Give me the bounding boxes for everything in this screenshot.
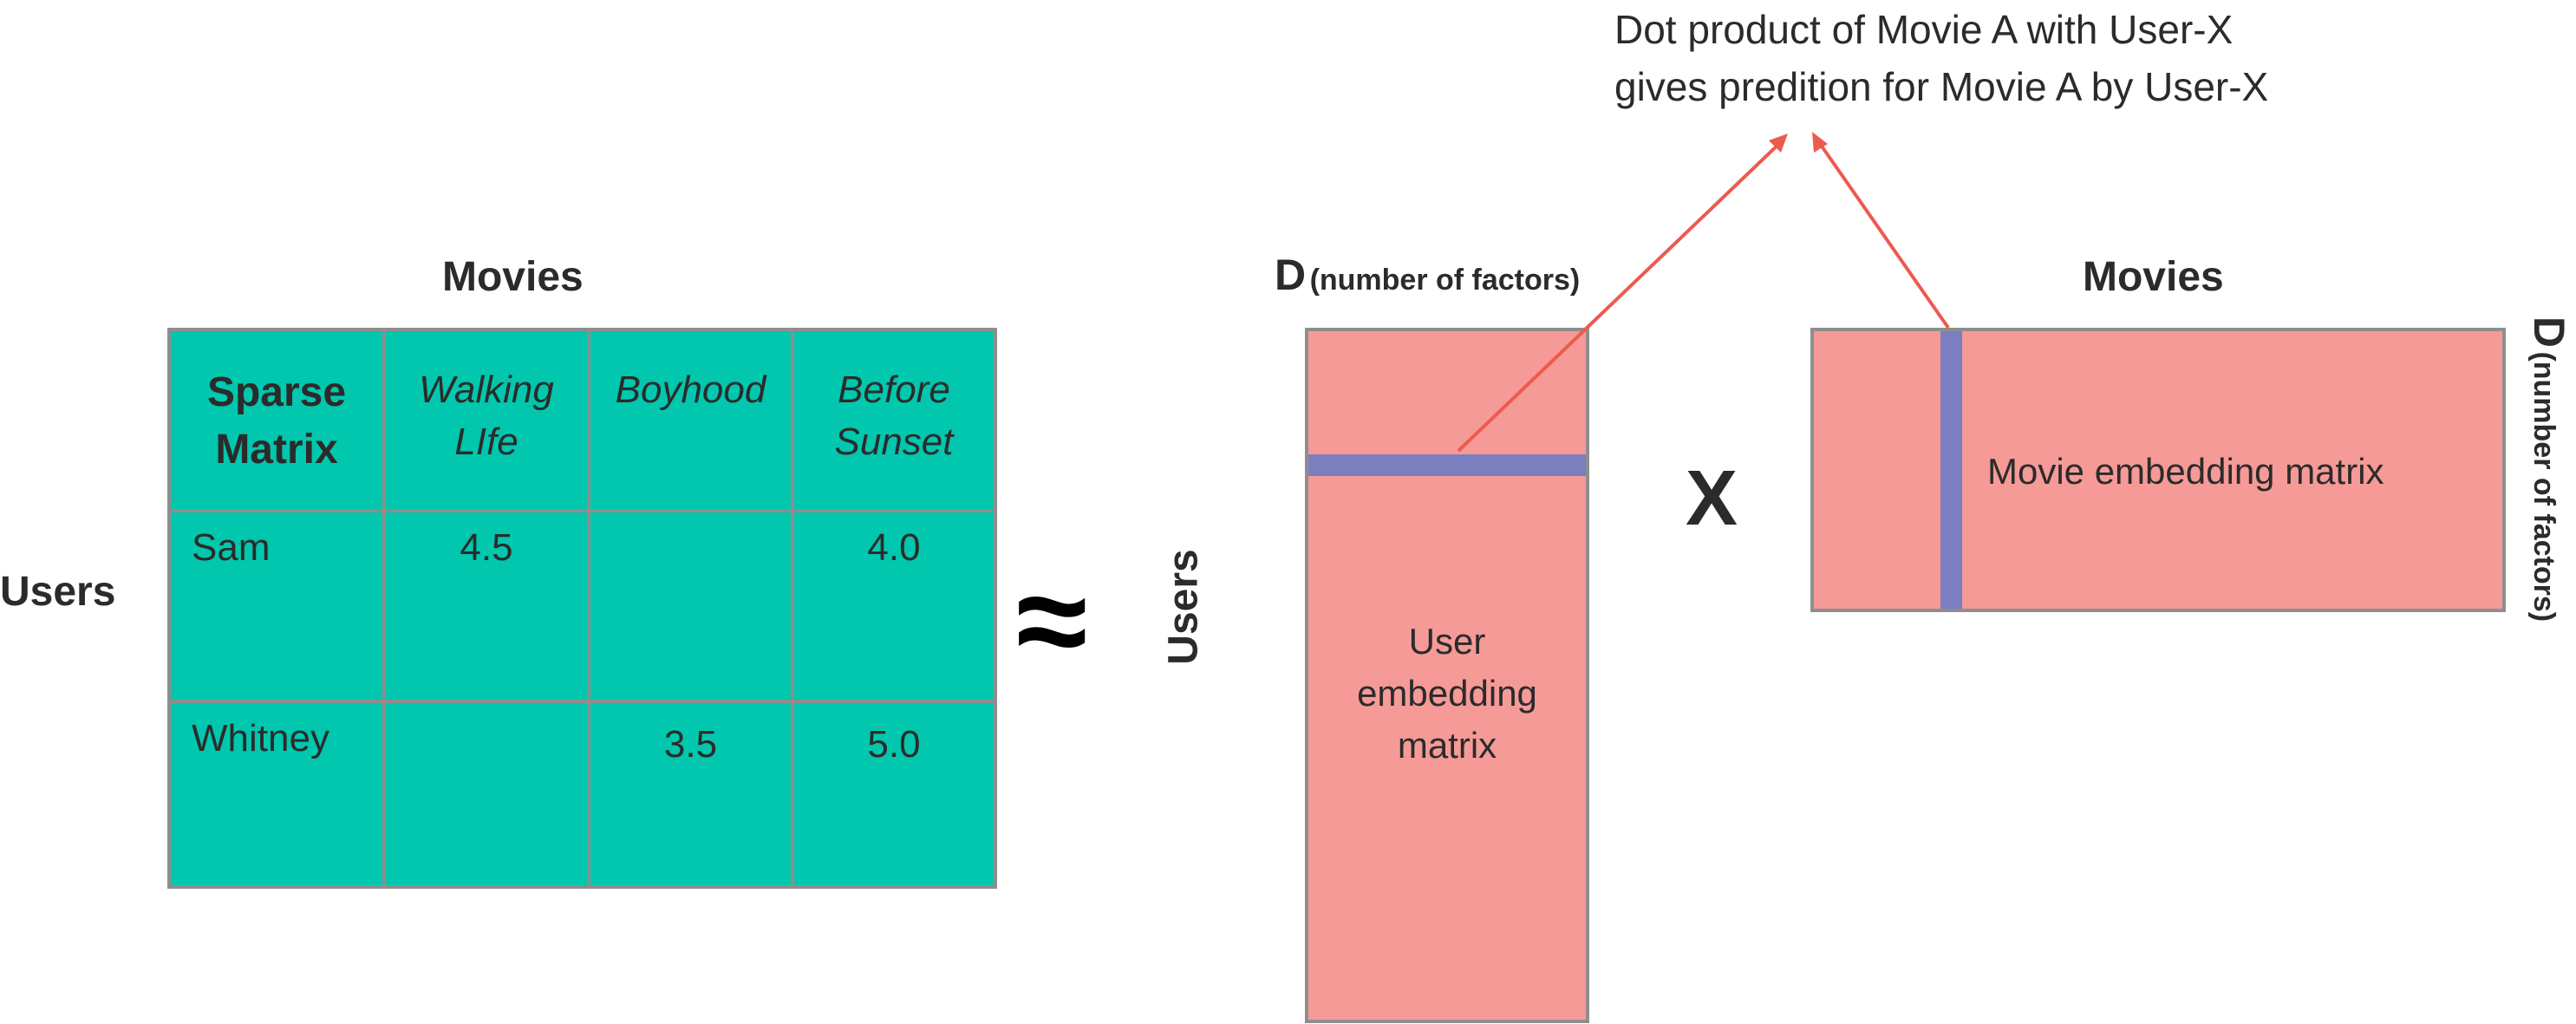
sparse-matrix-table: Sparse Matrix Walking LIfe Boyhood Befor… [167, 328, 997, 889]
user-embedding-matrix: User embedding matrix [1305, 328, 1589, 1023]
user-row-highlight [1308, 454, 1586, 476]
grid-line-v2 [587, 331, 590, 885]
cell-sam-walking-life: 4.5 [460, 526, 513, 569]
corner-label: Sparse Matrix [171, 364, 382, 479]
column-header-line-1: Walking [419, 369, 554, 411]
approx-symbol: ≈ [1016, 547, 1088, 693]
user-matrix-text-line-1: User [1408, 621, 1486, 662]
user-matrix-text-line-2: embedding [1357, 673, 1537, 714]
grid-line-h1 [171, 509, 994, 512]
column-header-line-2: LIfe [454, 421, 518, 463]
corner-label-line-2: Matrix [215, 427, 338, 473]
movie-matrix-text: Movie embedding matrix [1987, 451, 2384, 492]
user-d-label: D (number of factors) [1275, 250, 1580, 300]
movie-arrow-head [1812, 132, 1828, 153]
user-matrix-text: User embedding matrix [1308, 616, 1586, 772]
column-header-line-2: Sunset [834, 421, 954, 463]
column-header-line-1: Boyhood [615, 369, 766, 411]
caption-line-1: Dot product of Movie A with User-X [1614, 7, 2234, 52]
column-header-line-1: Before [838, 369, 950, 411]
caption-line-2: gives predition for Movie A by User-X [1614, 64, 2269, 109]
cell-sam-before-sunset: 4.0 [867, 526, 921, 569]
corner-label-line-1: Sparse [206, 369, 347, 415]
column-header-before-sunset: Before Sunset [794, 364, 994, 468]
user-d-letter: D [1275, 251, 1307, 299]
grid-line-v1 [382, 331, 386, 885]
row-name-sam: Sam [192, 526, 271, 569]
column-header-walking-life: Walking LIfe [386, 364, 587, 468]
user-arrow [1457, 137, 1786, 453]
movie-movies-label: Movies [2083, 254, 2224, 300]
sparse-users-label: Users [0, 569, 116, 615]
column-header-boyhood: Boyhood [590, 364, 791, 416]
user-d-suffix: (number of factors) [1309, 264, 1581, 297]
movie-embedding-matrix: Movie embedding matrix [1810, 328, 2506, 612]
sparse-movies-label: Movies [442, 254, 584, 300]
user-matrix-text-line-3: matrix [1397, 725, 1497, 766]
cell-whitney-before-sunset: 5.0 [867, 723, 921, 766]
times-symbol: X [1686, 455, 1738, 542]
grid-line-v3 [791, 331, 794, 885]
grid-line-h2 [171, 700, 994, 703]
row-name-whitney: Whitney [192, 717, 329, 760]
cell-whitney-boyhood: 3.5 [663, 723, 718, 766]
movie-arrow [1815, 137, 1950, 329]
movie-column-highlight [1940, 331, 1962, 609]
user-arrow-head [1769, 134, 1788, 153]
